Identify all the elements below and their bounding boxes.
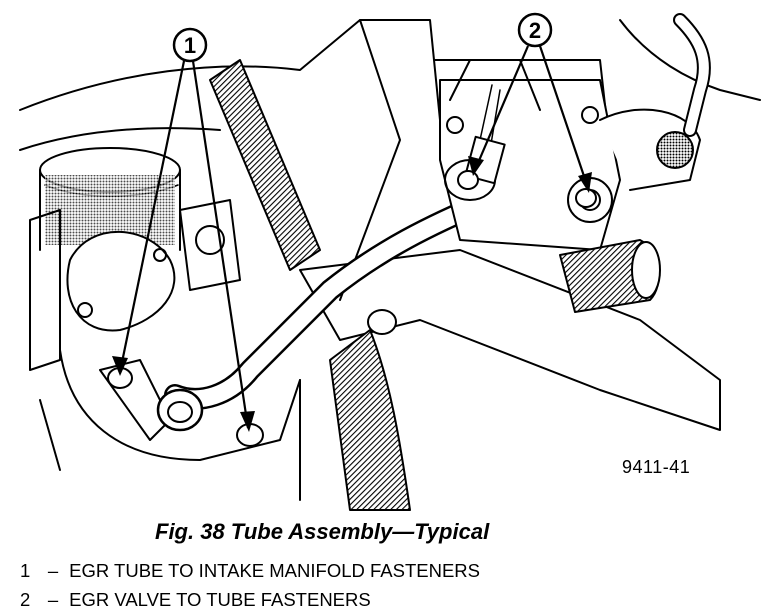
legend-item: 1– EGR TUBE TO INTAKE MANIFOLD FASTENERS: [20, 556, 480, 585]
engine-background-line: [19, 127, 221, 151]
figure-caption: Fig. 38 Tube Assembly—Typical: [155, 519, 490, 544]
legend-description: EGR VALVE TO TUBE FASTENERS: [69, 589, 371, 610]
callout-2: 2: [468, 12, 592, 193]
engine-background-line: [619, 19, 761, 101]
callout-1-number: 1: [184, 33, 196, 58]
center-hose: [179, 59, 321, 291]
callout-legend: 1– EGR TUBE TO INTAKE MANIFOLD FASTENERS…: [20, 556, 480, 614]
sensor-plate: [66, 230, 176, 332]
callout-1: 1: [112, 27, 255, 432]
callout-2-number: 2: [529, 18, 541, 43]
egr-valve: [439, 59, 701, 251]
figure-reference-code: 9411-41: [622, 457, 691, 477]
mounting-bracket: [299, 19, 721, 511]
fastener: [107, 106, 599, 447]
right-cylinder: [559, 239, 661, 313]
legend-item: 2– EGR VALVE TO TUBE FASTENERS: [20, 585, 480, 614]
legend-description: EGR TUBE TO INTAKE MANIFOLD FASTENERS: [69, 560, 480, 581]
legend-number: 2: [20, 589, 31, 610]
engine-background-line: [19, 19, 441, 121]
engine-illustration: 1 2: [19, 12, 761, 511]
legend-dash: –: [47, 589, 59, 610]
legend-dash: –: [47, 560, 59, 581]
legend-number: 1: [20, 560, 31, 581]
